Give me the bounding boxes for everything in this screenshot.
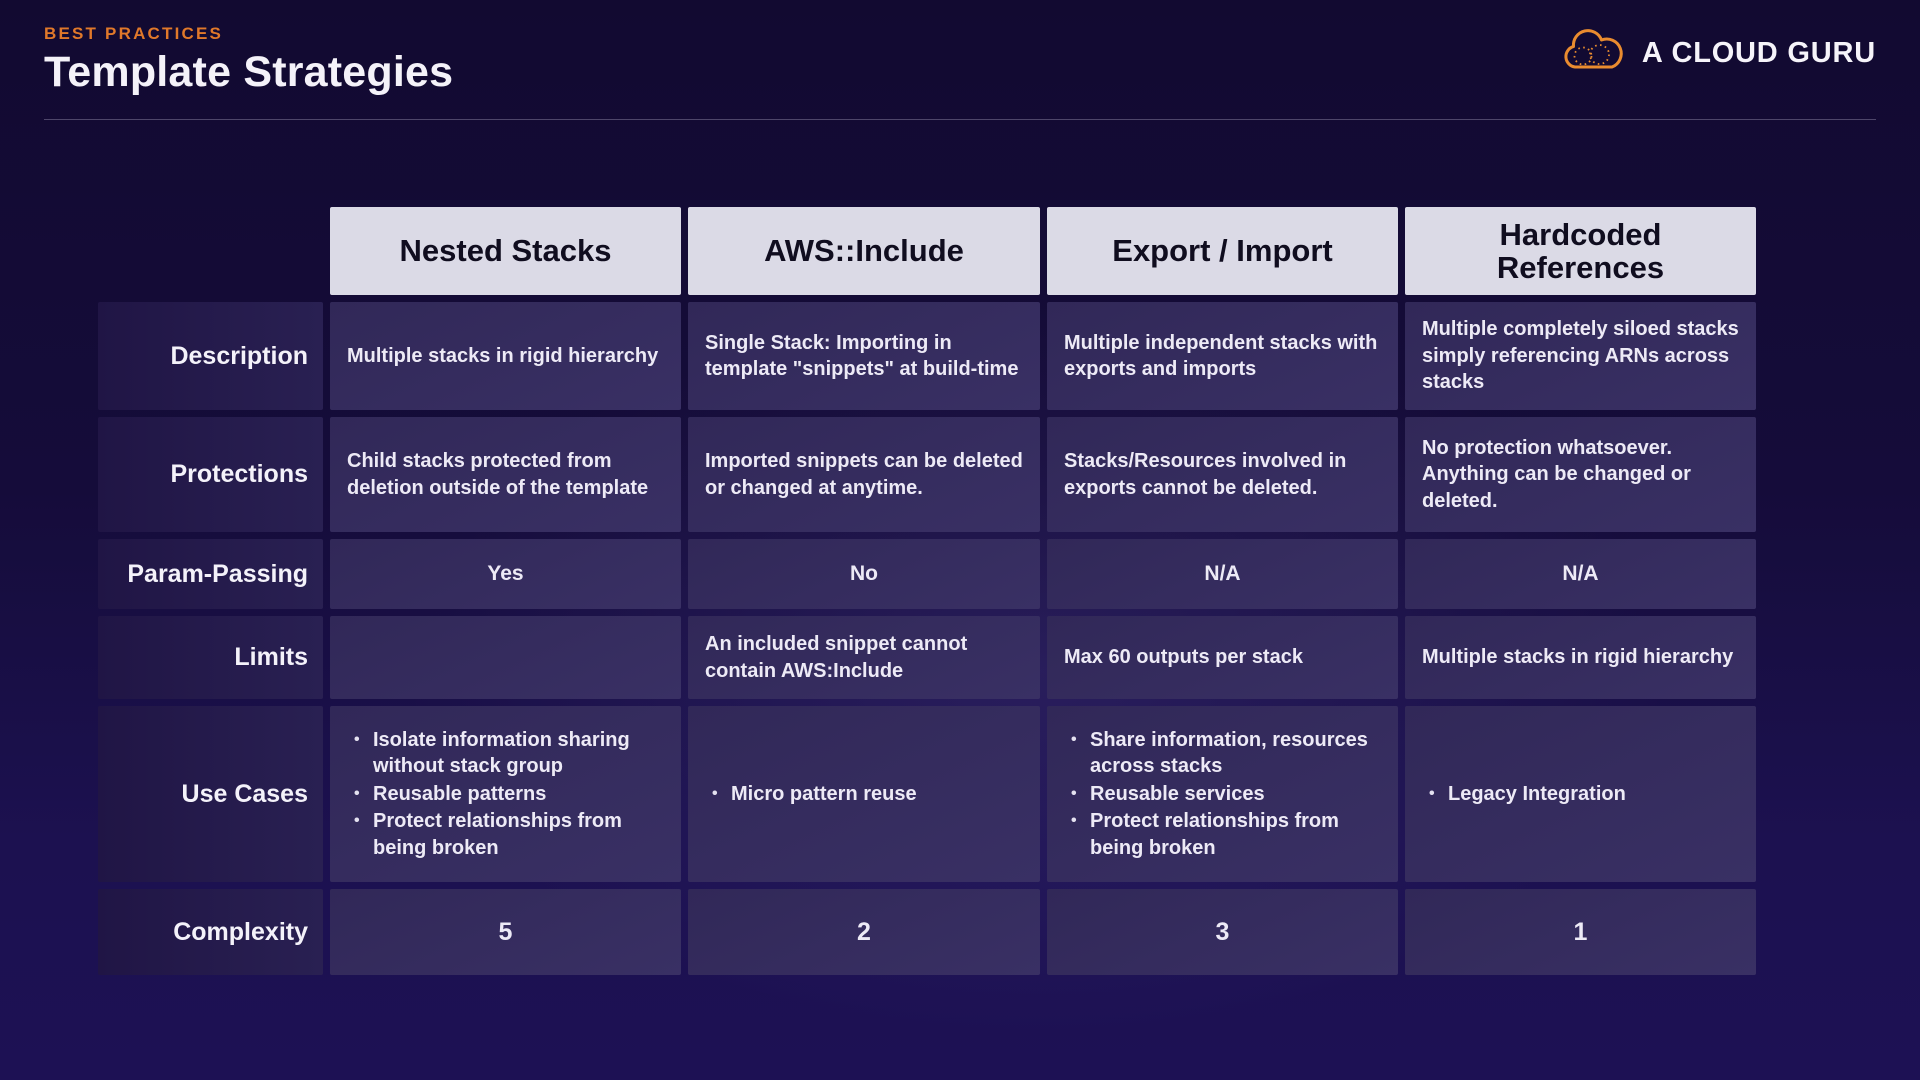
- eyebrow-label: BEST PRACTICES: [44, 24, 224, 43]
- table-cell: Multiple stacks in rigid hierarchy: [1405, 616, 1756, 699]
- table-cell: Imported snippets can be deleted or chan…: [688, 417, 1040, 532]
- table-cell: 1: [1405, 889, 1756, 975]
- acg-logo: A CLOUD GURU: [1561, 26, 1876, 81]
- table-cell: 3: [1047, 889, 1398, 975]
- use-case-item: Isolate information sharing without stac…: [347, 727, 664, 780]
- table-cell: Multiple independent stacks with exports…: [1047, 302, 1398, 410]
- logo-text: A CLOUD GURU: [1641, 37, 1876, 69]
- row-label: Complexity: [98, 889, 323, 975]
- table-cell: Multiple stacks in rigid hierarchy: [330, 302, 681, 410]
- row-label: Protections: [98, 417, 323, 532]
- use-case-item: Reusable services: [1064, 781, 1381, 807]
- use-case-item: Protect relationships from being broken: [347, 808, 664, 861]
- column-header: Export / Import: [1047, 207, 1398, 295]
- header-divider: [44, 119, 1876, 120]
- page-title: Template Strategies: [44, 48, 454, 96]
- table-cell: Isolate information sharing without stac…: [330, 706, 681, 882]
- table-cell: Stacks/Resources involved in exports can…: [1047, 417, 1398, 532]
- use-case-item: Share information, resources across stac…: [1064, 727, 1381, 780]
- table-cell: 5: [330, 889, 681, 975]
- row-label: Limits: [98, 616, 323, 699]
- table-cell: 2: [688, 889, 1040, 975]
- table-cell: Legacy Integration: [1405, 706, 1756, 882]
- table-cell: Multiple completely siloed stacks simply…: [1405, 302, 1756, 410]
- table-cell: No protection whatsoever. Anything can b…: [1405, 417, 1756, 532]
- use-case-item: Micro pattern reuse: [705, 781, 917, 807]
- header: BEST PRACTICES Template Strategies: [44, 24, 453, 95]
- table-cell: An included snippet cannot contain AWS:I…: [688, 616, 1040, 699]
- row-label: Use Cases: [98, 706, 323, 882]
- use-case-item: Legacy Integration: [1422, 781, 1626, 807]
- table-spacer: [98, 207, 323, 295]
- use-case-list: Micro pattern reuse: [705, 780, 917, 808]
- column-header: AWS::Include: [688, 207, 1040, 295]
- table-cell: Micro pattern reuse: [688, 706, 1040, 882]
- table-cell: Share information, resources across stac…: [1047, 706, 1398, 882]
- use-case-list: Share information, resources across stac…: [1064, 726, 1381, 862]
- table-cell: N/A: [1405, 539, 1756, 609]
- table-cell: Max 60 outputs per stack: [1047, 616, 1398, 699]
- use-case-item: Protect relationships from being broken: [1064, 808, 1381, 861]
- row-label: Description: [98, 302, 323, 410]
- table-cell: [330, 616, 681, 699]
- table-cell: Child stacks protected from deletion out…: [330, 417, 681, 532]
- table-cell: N/A: [1047, 539, 1398, 609]
- table-cell: No: [688, 539, 1040, 609]
- column-header: Nested Stacks: [330, 207, 681, 295]
- use-case-list: Isolate information sharing without stac…: [347, 726, 664, 862]
- use-case-list: Legacy Integration: [1422, 780, 1626, 808]
- column-header: Hardcoded References: [1405, 207, 1756, 295]
- row-label: Param-Passing: [98, 539, 323, 609]
- table-cell: Single Stack: Importing in template "sni…: [688, 302, 1040, 410]
- table-cell: Yes: [330, 539, 681, 609]
- cloud-icon: [1561, 26, 1627, 81]
- use-case-item: Reusable patterns: [347, 781, 664, 807]
